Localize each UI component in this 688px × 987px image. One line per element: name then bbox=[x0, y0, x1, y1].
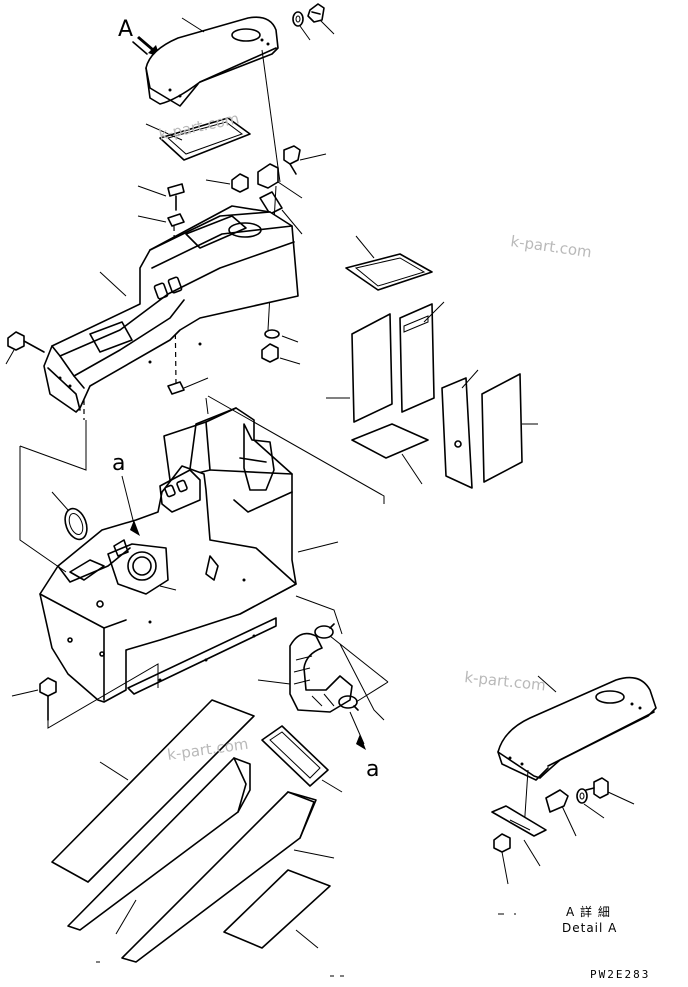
ring-seal bbox=[64, 507, 88, 541]
detail-a-nut bbox=[493, 833, 511, 853]
detail-a-plate bbox=[491, 805, 547, 837]
detail-title-jp: A 詳 細 bbox=[566, 904, 611, 919]
detail-a-bolt bbox=[585, 777, 609, 799]
washer-top bbox=[292, 11, 304, 27]
connector-label-lower: a bbox=[366, 757, 379, 782]
plate-slotted bbox=[399, 303, 435, 413]
clip-small bbox=[167, 213, 185, 227]
nut-right bbox=[261, 343, 279, 363]
mat-large bbox=[51, 699, 255, 883]
detail-a-washer bbox=[576, 788, 588, 804]
bolt-bottom-left bbox=[39, 677, 57, 721]
watermark-2: k-part.com bbox=[509, 232, 592, 261]
mat-small bbox=[223, 869, 331, 949]
bolt-mid bbox=[283, 145, 301, 175]
watermark-4: k-part.com bbox=[464, 668, 547, 694]
washer-right bbox=[264, 329, 280, 339]
gasket-frame-right bbox=[345, 253, 433, 291]
drawing-code: PW2E283 bbox=[590, 968, 650, 981]
clip-lower bbox=[167, 381, 185, 395]
hose-clamp-upper bbox=[314, 623, 335, 639]
gasket-frame-lower bbox=[261, 725, 329, 787]
hose-clamp-lower bbox=[338, 695, 359, 711]
bolt-side-left bbox=[7, 331, 45, 353]
detail-a-cover bbox=[497, 676, 657, 781]
armrest-cover-upper bbox=[145, 16, 279, 107]
view-direction-arrow-icon bbox=[132, 36, 160, 57]
view-label-a: A bbox=[118, 17, 133, 42]
side-cover-right bbox=[121, 791, 317, 963]
detail-a-bracket bbox=[545, 789, 569, 813]
detail-title-en: Detail A bbox=[562, 921, 617, 935]
console-upper-body bbox=[43, 205, 299, 413]
plate-left bbox=[351, 313, 393, 423]
hose-duct bbox=[289, 632, 353, 713]
side-cover-left bbox=[67, 757, 251, 931]
bracket-plate bbox=[257, 163, 283, 215]
nut-mid bbox=[231, 173, 249, 193]
pad-gasket-upper bbox=[159, 117, 251, 161]
plate-right bbox=[481, 373, 523, 483]
screw-left bbox=[167, 183, 185, 211]
floor-pad bbox=[351, 423, 429, 459]
plate-with-hole bbox=[441, 377, 473, 489]
connector-arrow-lower-icon bbox=[349, 711, 366, 750]
connector-label-upper: a bbox=[112, 451, 125, 476]
console-lower-body bbox=[39, 465, 297, 703]
floor-rail bbox=[127, 617, 277, 695]
connector-arrow-upper-icon bbox=[121, 475, 140, 536]
bolt-top bbox=[307, 3, 325, 23]
